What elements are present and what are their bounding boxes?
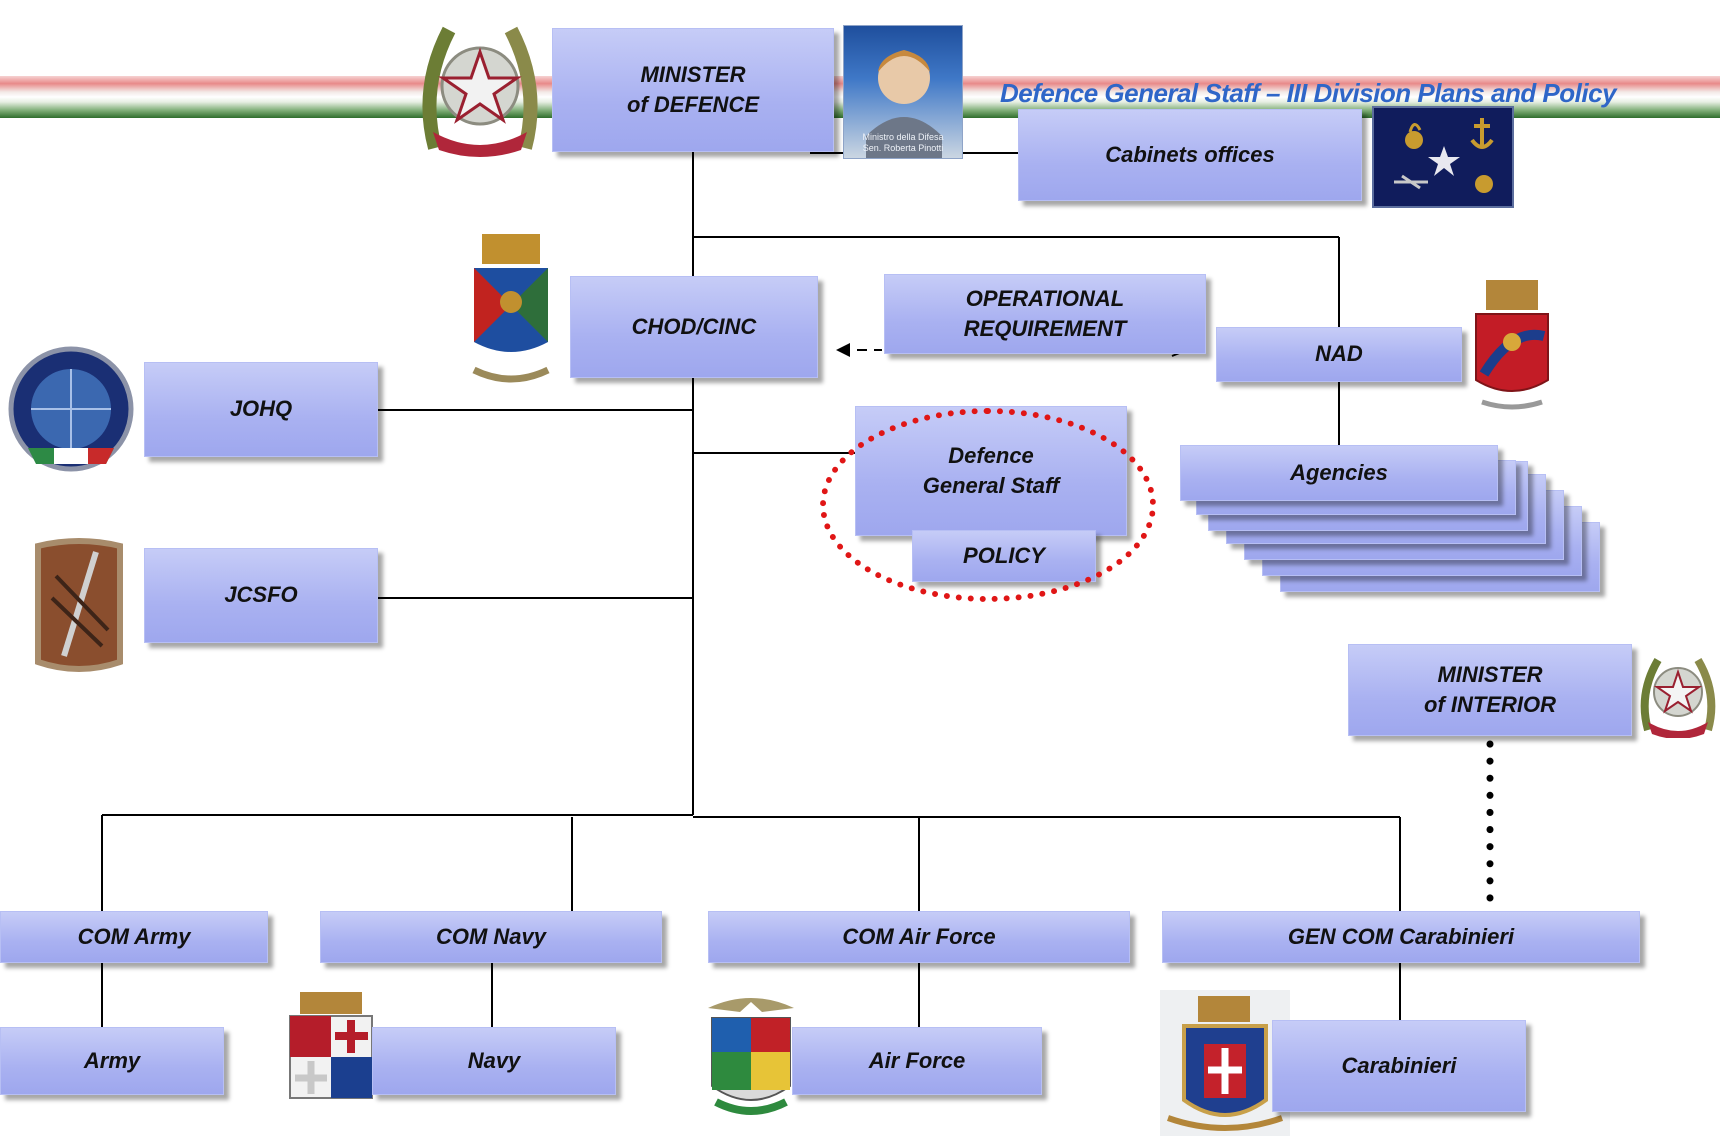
services-insignia-icon — [1372, 106, 1514, 208]
minister-of-interior-box[interactable]: MINISTER of INTERIOR — [1348, 644, 1632, 736]
operational-requirement-box[interactable]: OPERATIONAL REQUIREMENT — [884, 274, 1206, 354]
box-label: Army — [83, 1047, 141, 1073]
army-box[interactable]: Army — [0, 1027, 224, 1095]
com-army-box[interactable]: COM Army — [0, 911, 268, 963]
gen-com-carabinieri-box[interactable]: GEN COM Carabinieri — [1162, 911, 1640, 963]
johq-box[interactable]: JOHQ — [144, 362, 378, 457]
box-label-line: of INTERIOR — [1424, 692, 1556, 717]
air-force-crest-icon — [708, 998, 794, 1115]
box-label: JOHQ — [229, 396, 293, 422]
jcsfo-box[interactable]: JCSFO — [144, 548, 378, 643]
carabinieri-crest-icon — [1160, 990, 1290, 1136]
box-label: NAD — [1315, 341, 1363, 367]
cabinet-offices-box[interactable]: Cabinets offices — [1018, 109, 1362, 201]
box-label: Navy — [467, 1047, 521, 1073]
johq-globe-crest-icon — [8, 346, 134, 472]
nad-box[interactable]: NAD — [1216, 327, 1462, 382]
air-force-box[interactable]: Air Force — [792, 1027, 1042, 1095]
nad-crest-icon — [1475, 280, 1549, 410]
jcsfo-dagger-badge-icon — [35, 538, 123, 672]
minister-of-defence-box[interactable]: MINISTER of DEFENCE — [552, 28, 834, 152]
com-navy-box[interactable]: COM Navy — [320, 911, 662, 963]
box-label: Cabinets offices — [1105, 141, 1275, 167]
box-label-line: MINISTER — [640, 61, 746, 87]
com-air-force-box[interactable]: COM Air Force — [708, 911, 1130, 963]
chod-cinc-box[interactable]: CHOD/CINC — [570, 276, 818, 378]
defence-staff-crest-icon — [472, 234, 550, 383]
box-label: GEN COM Carabinieri — [1287, 923, 1515, 949]
box-label-line: REQUIREMENT — [963, 316, 1127, 341]
box-label-line: MINISTER — [1437, 661, 1543, 687]
box-label: Carabinieri — [1341, 1052, 1457, 1078]
box-label: COM Army — [77, 923, 191, 949]
interior-republic-emblem-icon — [1640, 657, 1716, 738]
page-title: Defence General Staff – III Division Pla… — [1000, 78, 1617, 108]
box-label: Air Force — [868, 1047, 966, 1073]
box-label: COM Navy — [435, 923, 547, 949]
agencies-box[interactable]: Agencies — [1180, 445, 1498, 501]
box-label: JCSFO — [224, 582, 298, 608]
navy-box[interactable]: Navy — [372, 1027, 616, 1095]
box-label: CHOD/CINC — [631, 313, 757, 339]
policy-highlight-ring — [820, 408, 1156, 602]
carabinieri-box[interactable]: Carabinieri — [1272, 1020, 1526, 1112]
italian-republic-emblem-icon — [422, 26, 538, 157]
navy-crest-icon — [289, 992, 373, 1099]
box-label: COM Air Force — [842, 923, 996, 949]
box-label-line: of DEFENCE — [627, 92, 759, 117]
box-label-line: OPERATIONAL — [965, 285, 1125, 311]
box-label: Agencies — [1290, 459, 1388, 485]
